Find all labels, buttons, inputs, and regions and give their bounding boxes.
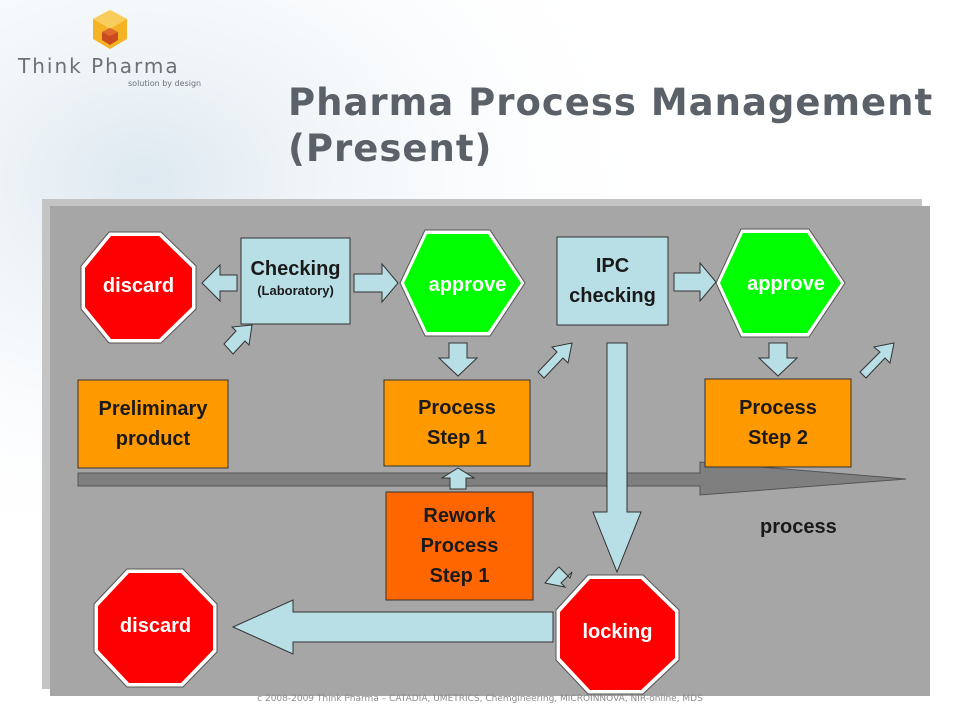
discard-bottom-sign <box>93 568 218 688</box>
approve-1-label: approve <box>428 273 507 296</box>
arrow-approve-to-step1 <box>437 342 479 377</box>
arrow-approve-to-step2 <box>757 342 799 377</box>
approve-2-sign <box>715 228 846 338</box>
process-step-1-box <box>383 379 531 467</box>
arrow-step2-to-next <box>859 342 895 379</box>
checking-subtitle: (Laboratory) <box>257 283 334 298</box>
arrow-rework-to-step1 <box>440 467 476 490</box>
process-step-2-box <box>704 378 852 468</box>
discard-bottom-label: discard <box>119 614 192 637</box>
logo-name: Think Pharma <box>18 54 180 78</box>
process-step-1-label: Process Step 1 <box>418 397 496 449</box>
page-title: Pharma Process Management (Present) <box>288 81 934 170</box>
arrow-ipc-to-locking <box>592 342 642 574</box>
arrow-ipc-to-approve <box>673 261 717 303</box>
approve-1-sign <box>399 229 526 337</box>
preliminary-product-label: Preliminary product <box>98 398 208 450</box>
ipc-checking-box <box>556 236 669 326</box>
rework-process-box <box>385 491 534 601</box>
arrow-locking-to-rework <box>544 566 573 588</box>
logo-cube-icon <box>93 10 127 49</box>
arrow-locking-to-discard <box>231 599 554 655</box>
arrow-step1-to-ipc <box>537 342 573 379</box>
logo-tagline: solution by design <box>128 79 202 88</box>
arrow-checking-to-approve <box>353 262 399 304</box>
discard-top-label: discard <box>102 274 175 297</box>
rework-process-label: Rework Process Step 1 <box>420 505 499 587</box>
logo: Think Pharma solution by design <box>18 8 208 88</box>
footer-copyright: c 2008-2009 Think Pharma – CATADIA, UMET… <box>257 694 703 704</box>
process-flow-arrow <box>77 461 907 496</box>
discard-top-sign <box>80 231 197 344</box>
arrow-checking-to-discard <box>201 263 238 303</box>
checking-title: Checking <box>250 258 341 280</box>
locking-label: locking <box>582 620 653 643</box>
approve-2-label: approve <box>747 272 825 295</box>
preliminary-product-box <box>77 379 229 469</box>
process-label: process <box>760 516 837 538</box>
arrow-preliminary-to-checking <box>223 324 253 355</box>
checking-box <box>240 237 351 325</box>
locking-sign <box>555 574 680 695</box>
ipc-checking-label: IPC checking <box>569 255 656 307</box>
process-step-2-label: Process Step 2 <box>739 397 817 449</box>
checking-label: Checking (Laboratory) <box>241 256 350 300</box>
